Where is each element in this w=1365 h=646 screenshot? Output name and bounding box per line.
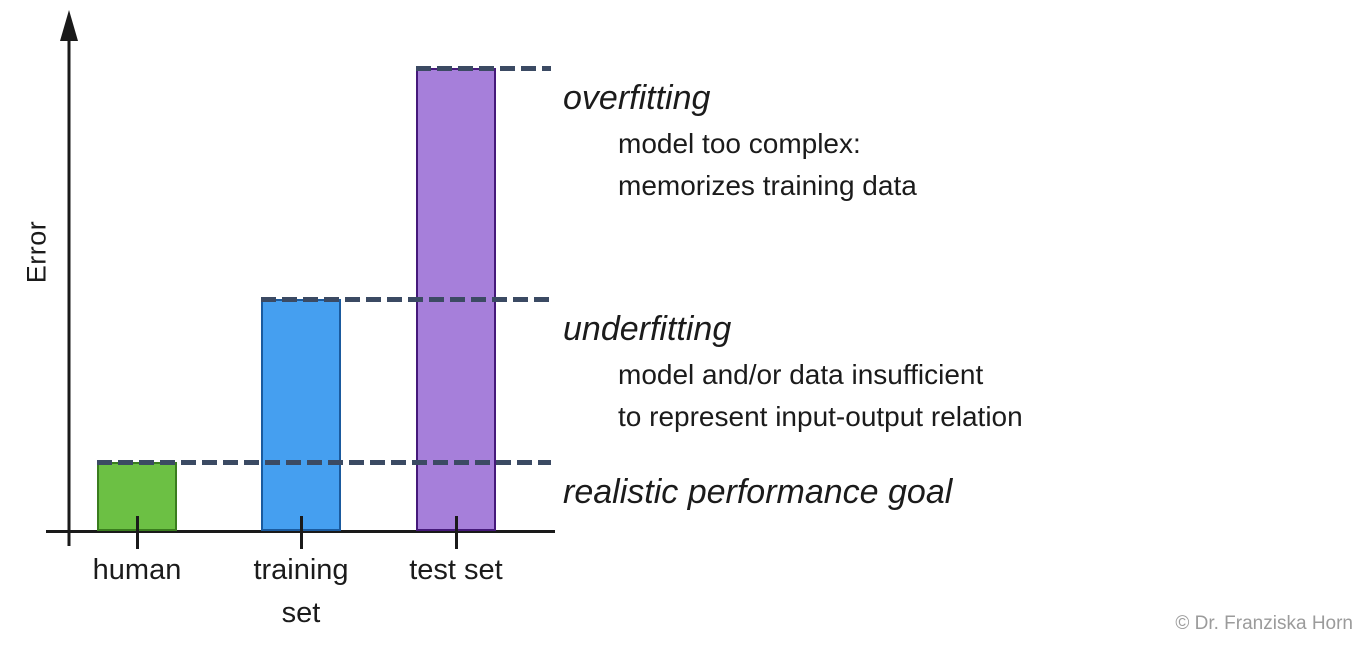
annotation-title-realistic-performance-goal: realistic performance goal (563, 473, 953, 511)
level-line-overfitting (416, 65, 551, 71)
x-label-line: human (92, 554, 182, 586)
annotation-desc-overfitting-2: memorizes training data (618, 170, 917, 201)
level-line-underfitting (261, 296, 551, 302)
bar-training-set (261, 299, 341, 531)
annotation-desc-underfitting-1: model and/or data insufficient (618, 359, 984, 390)
x-label-training-set: training set (253, 549, 348, 635)
annotation-title-overfitting: overfitting (563, 79, 711, 117)
x-tick-test-set (454, 516, 458, 549)
x-label-line: test set (409, 554, 503, 586)
x-label-line: set (281, 597, 321, 629)
x-label-test-set: test set (409, 549, 503, 592)
copyright-text: © Dr. Franziska Horn (1175, 613, 1353, 634)
y-axis-label: Error (21, 220, 52, 284)
x-tick-human (135, 516, 139, 549)
annotation-desc-overfitting-1: model too complex: (618, 128, 861, 159)
annotation-title-underfitting: underfitting (563, 310, 732, 348)
level-line-realistic-performance-goal (97, 459, 551, 465)
x-tick-training-set (299, 516, 303, 549)
x-label-line: training (253, 554, 349, 586)
x-label-human: human (93, 549, 182, 592)
annotation-desc-underfitting-2: to represent input-output relation (618, 401, 1023, 432)
y-axis-arrow-icon (60, 10, 78, 41)
